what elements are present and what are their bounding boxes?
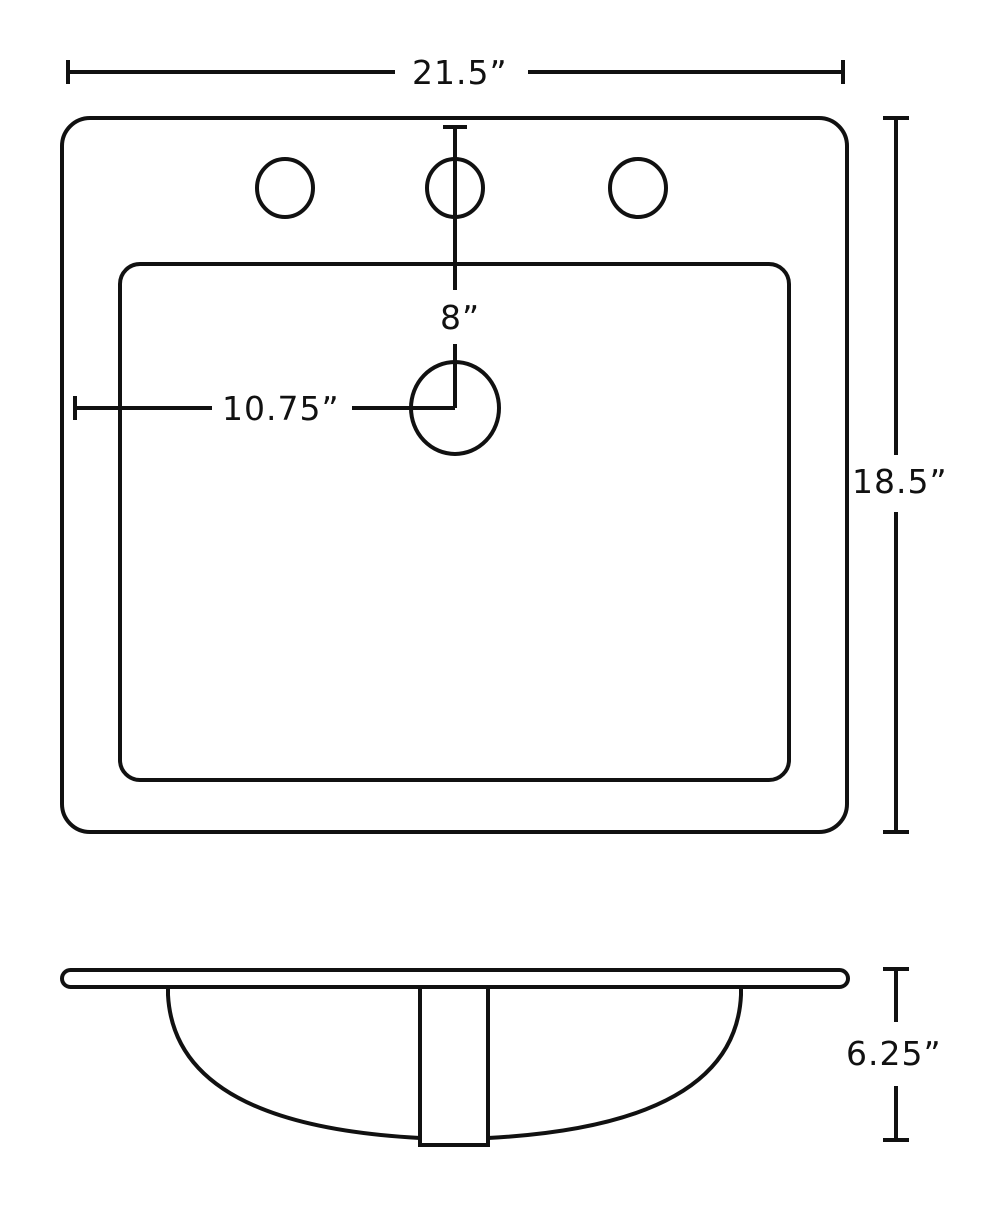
height-dimension-line <box>883 116 909 834</box>
side-drain-pipe <box>418 985 490 1147</box>
side-bowl <box>166 987 421 1140</box>
faucet-spread-dimension-line <box>443 125 467 408</box>
depth-label: 6.25” <box>846 1034 942 1073</box>
drain-offset-dimension-line <box>73 396 455 420</box>
sink-basin <box>118 262 791 782</box>
height-label: 18.5” <box>852 462 948 501</box>
faucet-spread-label: 8” <box>440 298 481 337</box>
width-dimension-line <box>66 60 845 84</box>
sink-outer-rim <box>60 116 849 834</box>
side-view <box>60 968 850 1147</box>
faucet-hole-left <box>255 157 315 219</box>
depth-dimension-line <box>883 967 909 1142</box>
faucet-hole-right <box>608 157 668 219</box>
side-rim <box>60 968 850 989</box>
drain-offset-label: 10.75” <box>222 389 340 428</box>
width-label: 21.5” <box>412 53 508 92</box>
